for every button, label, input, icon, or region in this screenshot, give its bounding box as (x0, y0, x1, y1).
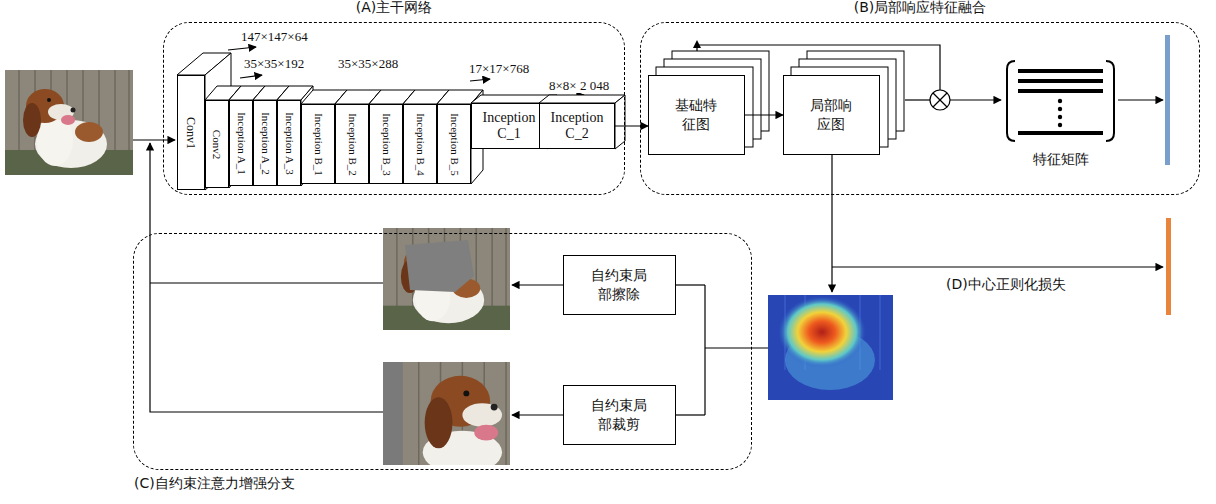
node-text: 自约束局部裁剪 (590, 396, 649, 434)
flow-arrow (745, 114, 783, 115)
inception-block: Inception B_2 (335, 104, 369, 184)
loss-label: (D)中心正则化损失 (945, 276, 1067, 294)
conv-block: Conv2 (205, 100, 229, 188)
region-title: (B)局部响应特征融合 (641, 0, 1199, 16)
feature-map-stack: 基础特征图 (648, 75, 745, 155)
inception-block: Inception A_2 (253, 100, 277, 186)
backbone-region: (A)主干网络Conv1Conv2Inception A_1Inception … (163, 22, 625, 195)
block-top-face (539, 95, 625, 103)
attention-region: (C)自约束注意力增强分支自约束局部擦除自约束局部裁剪 (133, 233, 752, 470)
inception-block: Inception C_2 (539, 103, 615, 149)
node-text: Inception B_2 (347, 113, 358, 176)
inception-block: Inception B_1 (301, 104, 335, 184)
node-text: 自约束局部擦除 (590, 266, 649, 304)
node-text: Inception A_3 (284, 112, 295, 175)
node-text: 特征矩阵 (1003, 151, 1118, 168)
fusion-region: (B)局部响应特征融合基础特征图局部响应图特征矩阵 (640, 22, 1200, 195)
node-text: Inception C_2 (540, 110, 614, 142)
region-title: (C)自约束注意力增强分支 (132, 475, 297, 492)
inception-block: Inception B_3 (369, 104, 403, 184)
inception-block: Inception B_5 (437, 104, 471, 184)
process-box: 自约束局部擦除 (563, 255, 676, 315)
node-text: Inception B_1 (313, 113, 324, 176)
dimension-label: 35×35×192 (243, 57, 305, 71)
dimension-label: 8×8× 2 048 (548, 79, 610, 93)
region-title: (A)主干网络 (164, 0, 624, 16)
node-text: Inception B_5 (449, 113, 460, 176)
inception-block: Inception B_4 (403, 104, 437, 184)
node-text: Inception A_2 (260, 112, 271, 175)
node-text: Inception B_3 (381, 113, 392, 176)
node-text: 基础特征图 (675, 96, 718, 134)
node-text: 局部响应图 (810, 96, 853, 134)
flow-arrow (615, 125, 648, 126)
node-text: Conv1 (185, 116, 197, 148)
feature-map-stack: 局部响应图 (783, 75, 880, 155)
matrix-bracket (1003, 55, 1118, 147)
inception-block: Inception A_3 (277, 100, 301, 186)
feature-matrix: 特征矩阵 (1003, 55, 1118, 173)
process-box: 自约束局部裁剪 (563, 385, 676, 445)
dimension-label: 17×17×768 (468, 62, 530, 76)
node-text: Inception B_4 (415, 113, 426, 176)
inception-block: Inception C_1 (471, 103, 547, 149)
node-text: Conv2 (212, 129, 223, 158)
dimension-label: 147×147×64 (240, 30, 309, 44)
inception-block: Inception A_1 (229, 100, 253, 186)
conv-block: Conv1 (177, 75, 205, 190)
block-side-face (615, 95, 625, 149)
node-text: Inception A_1 (236, 112, 247, 175)
node-text: Inception C_1 (472, 110, 546, 142)
dimension-label: 35×35×288 (337, 57, 399, 71)
block-side-face (205, 53, 231, 190)
